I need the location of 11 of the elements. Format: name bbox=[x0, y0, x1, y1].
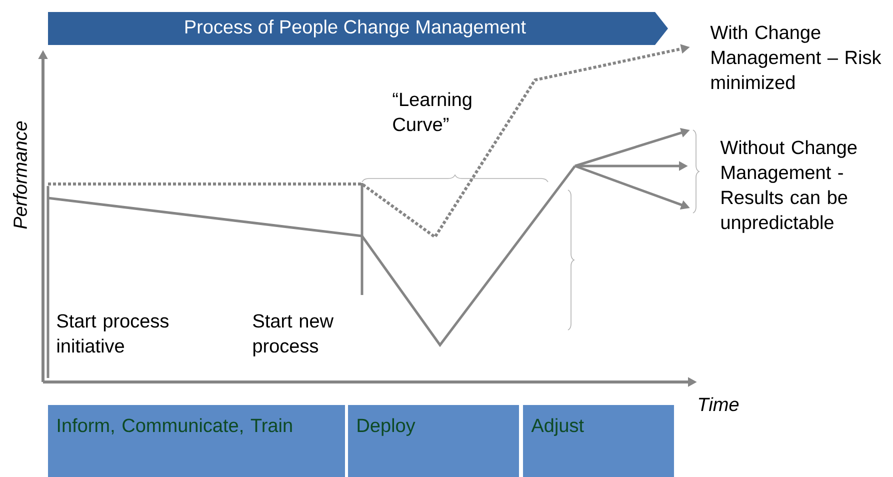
annotation-text: Start process initiative bbox=[57, 314, 168, 353]
phase-box: Inform, Communicate, Train bbox=[48, 405, 345, 477]
annotation-text: “Learning Curve” bbox=[392, 92, 472, 132]
annotation-text: With Change Management – Risk minimized bbox=[710, 25, 882, 90]
annotation-text: Without Change Management - Results can be unpredictable bbox=[720, 140, 857, 233]
phase-box: Deploy bbox=[348, 405, 519, 477]
annotation-text: Start new process bbox=[253, 314, 334, 356]
axis-label: Time bbox=[698, 397, 739, 412]
phase-box: Adjust bbox=[523, 405, 674, 477]
axis-label: Performance bbox=[13, 121, 27, 229]
title-banner: Process of People Change Management bbox=[48, 12, 668, 45]
